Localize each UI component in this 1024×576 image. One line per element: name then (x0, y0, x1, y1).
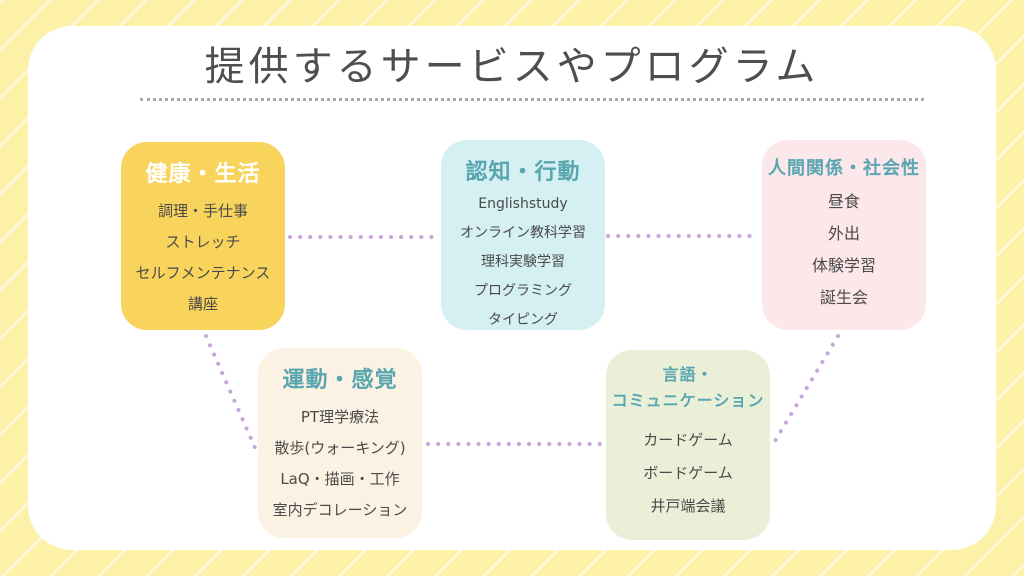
program-item: 外出 (827, 224, 860, 243)
program-item: Englishstudy (478, 196, 568, 212)
program-item: プログラミング (474, 283, 572, 299)
category-heading: 健康・生活 (145, 162, 261, 187)
program-item: 体験学習 (811, 256, 876, 275)
category-box-health: 健康・生活 調理・手仕事 ストレッチ セルフメンテナンス 講座 (121, 142, 285, 330)
category-heading: 人間関係・社会性 (768, 158, 920, 179)
program-item: 井戸端会議 (650, 497, 726, 515)
program-item: PT理学療法 (300, 408, 380, 426)
program-item: LaQ・描画・工作 (280, 470, 400, 488)
category-heading: 認知・行動 (465, 160, 581, 185)
page-title: 提供するサービスやプログラム (204, 44, 820, 90)
program-item: セルフメンテナンス (135, 264, 271, 282)
category-heading: 運動・感覚 (282, 368, 398, 393)
program-item: 講座 (187, 295, 218, 313)
program-item: 調理・手仕事 (157, 202, 248, 220)
program-item: 昼食 (827, 192, 860, 211)
program-item: 室内デコレーション (272, 501, 408, 519)
program-item: ストレッチ (165, 233, 241, 251)
category-heading-line: コミュニケーション (611, 391, 765, 410)
category-box-motion: 運動・感覚 PT理学療法 散歩(ウォーキング) LaQ・描画・工作 室内デコレー… (258, 348, 422, 538)
category-box-language: 言語・ コミュニケーション カードゲーム ボードゲーム 井戸端会議 (606, 350, 770, 540)
program-item: カードゲーム (643, 431, 733, 449)
program-item: オンライン教科学習 (460, 225, 586, 241)
program-item: タイピング (488, 312, 558, 328)
connector-social-language (770, 334, 840, 448)
connector-health-motion (204, 334, 258, 452)
program-item: 理科実験学習 (481, 254, 565, 270)
category-box-cognition: 認知・行動 Englishstudy オンライン教科学習 理科実験学習 プログラ… (441, 140, 605, 330)
program-item: 誕生会 (819, 288, 868, 307)
category-heading-line: 言語・ (662, 365, 714, 384)
category-box-social: 人間関係・社会性 昼食 外出 体験学習 誕生会 (762, 140, 926, 330)
category-heading: 言語・ コミュニケーション (606, 362, 770, 414)
program-item: 散歩(ウォーキング) (274, 439, 406, 457)
title-divider (140, 98, 924, 101)
program-item: ボードゲーム (643, 464, 733, 482)
